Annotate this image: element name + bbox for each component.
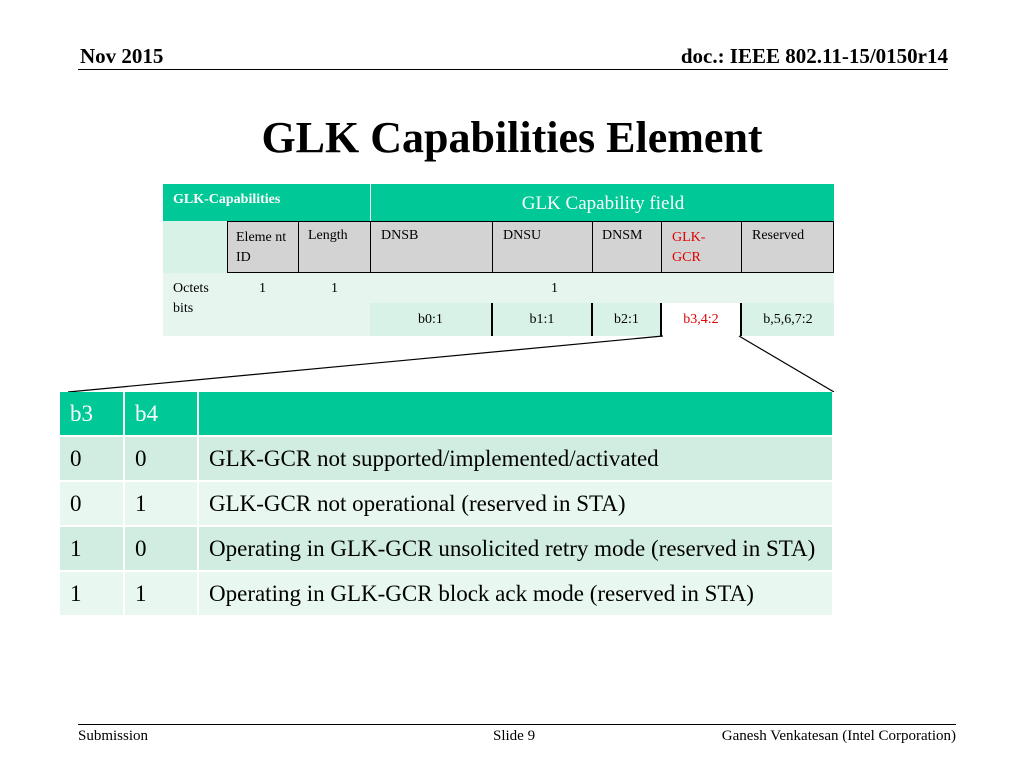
footer-author: Ganesh Venkatesan (Intel Corporation) xyxy=(721,728,956,744)
cell-description: GLK-GCR not operational (reserved in STA… xyxy=(198,481,834,527)
capability-field-header: GLK Capability field xyxy=(370,184,834,221)
cell-b3: 0 xyxy=(60,481,125,527)
slide-title: GLK Capabilities Element xyxy=(261,113,763,162)
col-length: Length xyxy=(298,221,371,273)
col-reserved-label: Reserved xyxy=(752,228,805,243)
header-b4: b4 xyxy=(124,392,199,437)
bits-b5-b7-label: b,5,6,7:2 xyxy=(763,312,813,327)
col-glk-gcr-label: GLK-GCR xyxy=(672,230,706,265)
col-dnsu-label: DNSU xyxy=(503,228,542,243)
corner-label: GLK-Capabilities xyxy=(173,192,281,207)
row2-left-blank xyxy=(163,221,227,273)
table-row: 0 1 GLK-GCR not operational (reserved in… xyxy=(60,481,834,527)
table-row: 0 0 GLK-GCR not supported/implemented/ac… xyxy=(60,436,834,482)
col-dnsb: DNSB xyxy=(370,221,493,273)
cell-b4: 1 xyxy=(124,481,199,527)
bits-row-left: bits xyxy=(163,301,370,336)
table-header-row: b3 b4 xyxy=(60,392,834,437)
header-b3: b3 xyxy=(60,392,125,437)
table-row: 1 0 Operating in GLK-GCR unsolicited ret… xyxy=(60,526,834,572)
octets-element-id: 1 xyxy=(259,281,266,296)
cell-b3: 1 xyxy=(60,526,125,572)
bits-b0-label: b0:1 xyxy=(418,312,443,327)
cell-description: Operating in GLK-GCR unsolicited retry m… xyxy=(198,526,834,572)
capability-field-label: GLK Capability field xyxy=(521,193,685,214)
footer-divider xyxy=(78,724,956,725)
footer-submission: Submission xyxy=(78,728,149,744)
col-dnsb-label: DNSB xyxy=(381,228,419,243)
octets-label: Octets xyxy=(173,281,209,296)
bits-b3-b4: b3,4:2 xyxy=(662,303,742,336)
col-reserved: Reserved xyxy=(741,221,834,273)
col-glk-gcr: GLK-GCR xyxy=(661,221,742,273)
glk-gcr-bits-table: b3 b4 0 0 GLK-GCR not supported/implemen… xyxy=(60,392,834,617)
footer-slide-number: Slide 9 xyxy=(493,728,536,744)
header-description xyxy=(198,392,834,437)
col-dnsm-label: DNSM xyxy=(602,228,643,243)
cell-b3: 0 xyxy=(60,436,125,482)
corner-header-cell: GLK-Capabilities xyxy=(163,184,370,221)
bits-b1-label: b1:1 xyxy=(529,312,555,327)
header-date: Nov 2015 xyxy=(80,44,164,68)
col-dnsm: DNSM xyxy=(592,221,662,273)
cell-b4: 0 xyxy=(124,526,199,572)
col-element-id: Eleme nt ID xyxy=(227,221,299,273)
octets-capability-field: 1 xyxy=(551,281,558,296)
table-row: 1 1 Operating in GLK-GCR block ack mode … xyxy=(60,571,834,617)
header-doc-id: doc.: IEEE 802.11-15/0150r14 xyxy=(680,44,948,68)
header-divider xyxy=(78,69,948,70)
bits-b0: b0:1 xyxy=(370,303,493,336)
octets-length: 1 xyxy=(331,281,338,296)
bits-b2-label: b2:1 xyxy=(614,312,639,327)
callout-line-right xyxy=(738,335,835,393)
bits-b3-b4-label: b3,4:2 xyxy=(683,312,719,327)
glk-capabilities-structure: GLK-Capabilities GLK Capability field El… xyxy=(163,184,834,336)
col-element-id-label: Eleme nt ID xyxy=(236,230,287,265)
cell-b4: 1 xyxy=(124,571,199,617)
bits-b1: b1:1 xyxy=(493,303,593,336)
octets-row: Octets 1 1 1 xyxy=(163,273,834,303)
col-dnsu: DNSU xyxy=(492,221,593,273)
cell-description: GLK-GCR not supported/implemented/activa… xyxy=(198,436,834,482)
bits-b2: b2:1 xyxy=(593,303,662,336)
cell-b3: 1 xyxy=(60,571,125,617)
cell-b4: 0 xyxy=(124,436,199,482)
col-length-label: Length xyxy=(308,228,348,243)
bits-b5-b7: b,5,6,7:2 xyxy=(742,303,834,336)
bits-label: bits xyxy=(173,301,194,316)
callout-line-left xyxy=(67,335,664,393)
cell-description: Operating in GLK-GCR block ack mode (res… xyxy=(198,571,834,617)
